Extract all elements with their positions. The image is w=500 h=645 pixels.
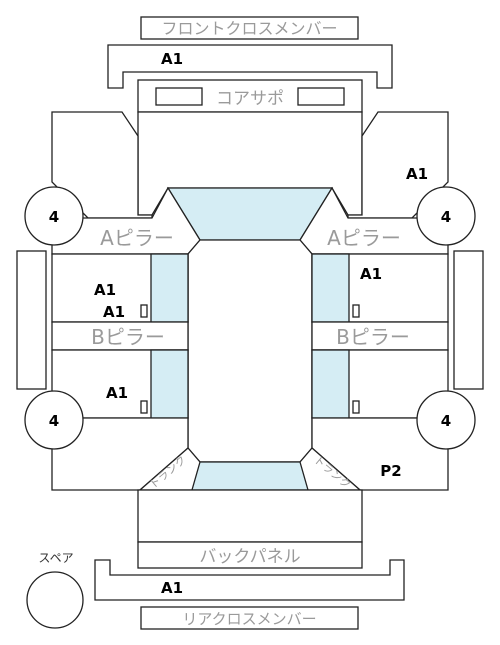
rear-window[interactable] [191, 461, 309, 491]
left-a-pillar-label: Aピラー [100, 226, 174, 250]
left-b-pillar-label: Bピラー [91, 325, 165, 349]
back-panel-label: バックパネル [199, 547, 300, 567]
rear-left-tire[interactable] [24, 390, 84, 450]
left-b-pillar[interactable] [51, 321, 189, 351]
right-front-door-mark: A1 [360, 265, 382, 283]
left-rear-door-handle[interactable] [140, 400, 148, 414]
right-rocker-panel[interactable] [453, 250, 484, 390]
right-b-pillar-label: Bピラー [336, 325, 410, 349]
back-panel[interactable] [137, 541, 363, 569]
right-rear-quarter-mark: P2 [380, 462, 401, 480]
rear-cross-member[interactable] [94, 559, 405, 601]
left-rocker-panel[interactable] [16, 250, 47, 390]
spare-tire[interactable] [26, 571, 84, 629]
right-front-door-handle[interactable] [352, 304, 360, 318]
left-front-door-mark-upper: A1 [94, 281, 116, 299]
right-a-pillar-label: Aピラー [327, 226, 401, 250]
right-rear-window[interactable] [311, 349, 350, 419]
spare-label: スペア [38, 551, 73, 565]
front-right-tire-value: 4 [441, 208, 451, 226]
right-rear-door-handle[interactable] [352, 400, 360, 414]
core-support-label: コアサポ [216, 89, 284, 109]
left-front-window[interactable] [150, 253, 189, 323]
left-front-door-handle[interactable] [140, 304, 148, 318]
front-right-tire[interactable] [416, 186, 476, 246]
left-headlight[interactable] [155, 87, 203, 106]
rear-cross-member-label-box[interactable] [140, 606, 359, 630]
rear-cross-member-mark: A1 [161, 579, 183, 597]
left-rear-window[interactable] [150, 349, 189, 419]
rear-right-tire-value: 4 [441, 412, 451, 430]
right-front-window[interactable] [311, 253, 350, 323]
rear-left-tire-value: 4 [49, 412, 59, 430]
front-left-tire[interactable] [24, 186, 84, 246]
rear-cross-member-label: リアクロスメンバー [182, 610, 316, 628]
right-b-pillar[interactable] [311, 321, 449, 351]
front-cross-member-label: フロントクロスメンバー [161, 19, 337, 38]
right-front-fender-mark: A1 [406, 165, 428, 183]
trunk[interactable] [137, 489, 363, 543]
left-front-door-mark-lower: A1 [103, 303, 125, 321]
left-rear-door-mark: A1 [106, 384, 128, 402]
front-left-tire-value: 4 [49, 208, 59, 226]
front-cross-member-mark: A1 [161, 50, 183, 68]
rear-right-tire[interactable] [416, 390, 476, 450]
front-cross-member[interactable] [107, 44, 393, 89]
roof[interactable] [187, 239, 313, 463]
right-headlight[interactable] [297, 87, 345, 106]
front-cross-member-label-box[interactable] [140, 16, 359, 40]
